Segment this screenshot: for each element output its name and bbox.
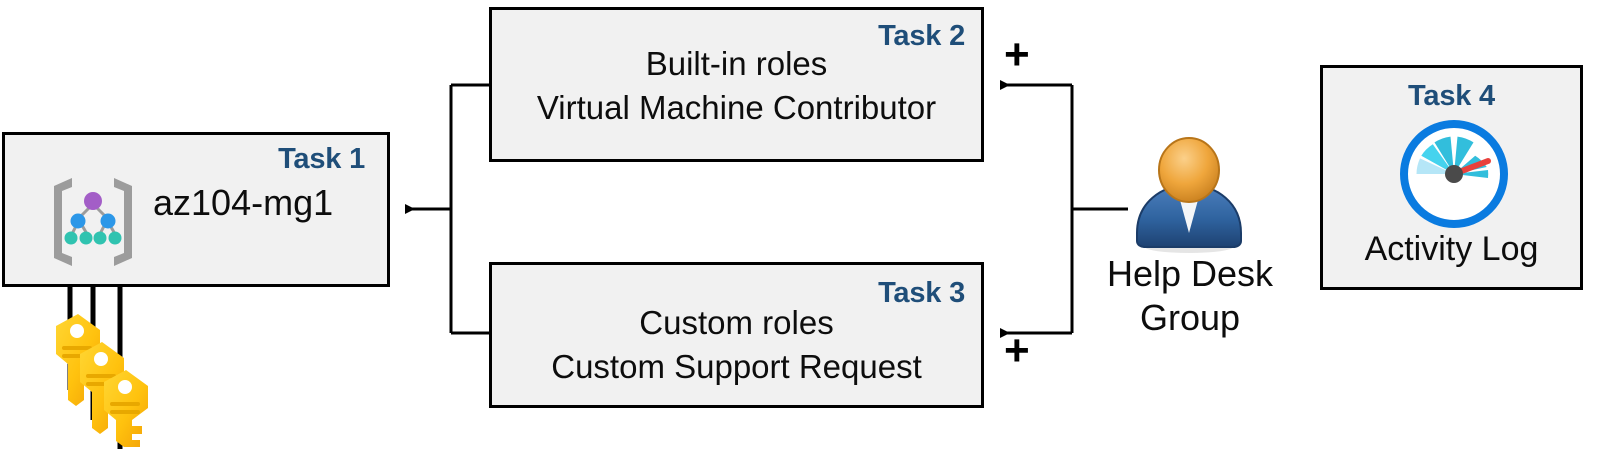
task-3-line-1: Custom roles <box>639 304 834 341</box>
task-3-box[interactable]: Task 3 Custom roles Custom Support Reque… <box>489 262 984 408</box>
persona-label-line-1: Help Desk <box>1106 253 1274 294</box>
task-3-line-2: Custom Support Request <box>551 348 922 385</box>
key-2 <box>80 342 124 434</box>
task-4-box[interactable]: Task 4 Activity Log <box>1320 65 1583 290</box>
plus-operator-top: + <box>1004 30 1030 79</box>
task-1-label: az104-mg1 <box>153 182 334 223</box>
task-1-tag: Task 1 <box>278 143 365 175</box>
persona-label-line-2: Group <box>1139 296 1241 338</box>
keys-icon <box>56 314 148 447</box>
gauge-icon <box>1400 120 1508 228</box>
persona-label: Help Desk Group <box>1080 252 1300 340</box>
task-2-tag: Task 2 <box>878 20 965 52</box>
task-2-box[interactable]: Task 2 Built-in roles Virtual Machine Co… <box>489 7 984 162</box>
plus-operator-bottom: + <box>1004 326 1030 375</box>
task-2-line-1: Built-in roles <box>645 45 828 82</box>
task-4-tag: Task 4 <box>1408 80 1495 112</box>
management-group-icon <box>54 178 132 266</box>
task-2-line-2: Virtual Machine Contributor <box>536 89 937 126</box>
user-group-icon <box>1136 137 1242 253</box>
task-4-label: Activity Log <box>1364 230 1539 268</box>
wire-roles-to-management-group <box>405 83 489 335</box>
task-3-tag: Task 3 <box>878 277 965 309</box>
key-3 <box>104 370 148 447</box>
